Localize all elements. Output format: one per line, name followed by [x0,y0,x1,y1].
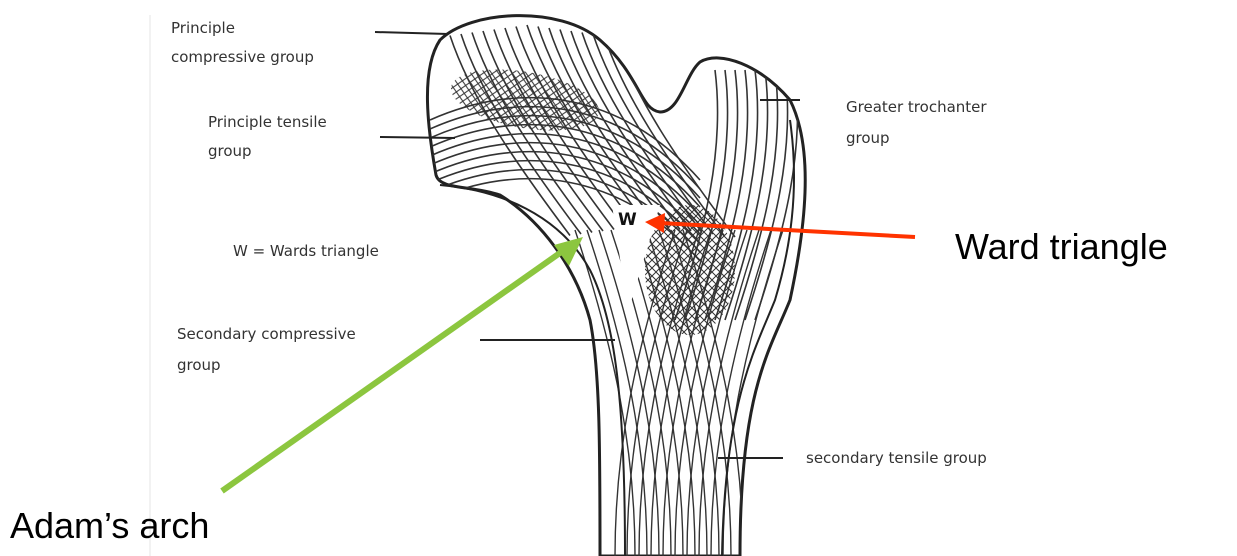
ward-triangle-marker: W [618,210,637,230]
label-principle-compressive-1: Principle [171,17,235,39]
leader-principle-tensile [380,137,455,138]
label-secondary-tensile: secondary tensile group [806,447,987,469]
callout-adams-arch: Adam’s arch [10,506,209,546]
label-principle-tensile-1: Principle tensile [208,111,327,133]
label-greater-trochanter-1: Greater trochanter [846,96,987,118]
label-secondary-compressive-1: Secondary compressive [177,323,356,345]
label-wards-triangle-key: W = Wards triangle [233,240,379,262]
label-principle-compressive-2: compressive group [171,46,314,68]
callout-ward-triangle: Ward triangle [955,227,1168,267]
label-secondary-compressive-2: group [177,354,221,376]
label-principle-tensile-2: group [208,140,252,162]
label-greater-trochanter-2: group [846,127,890,149]
leader-principle-compressive [375,32,448,34]
adams-arch-arrow [222,248,567,491]
